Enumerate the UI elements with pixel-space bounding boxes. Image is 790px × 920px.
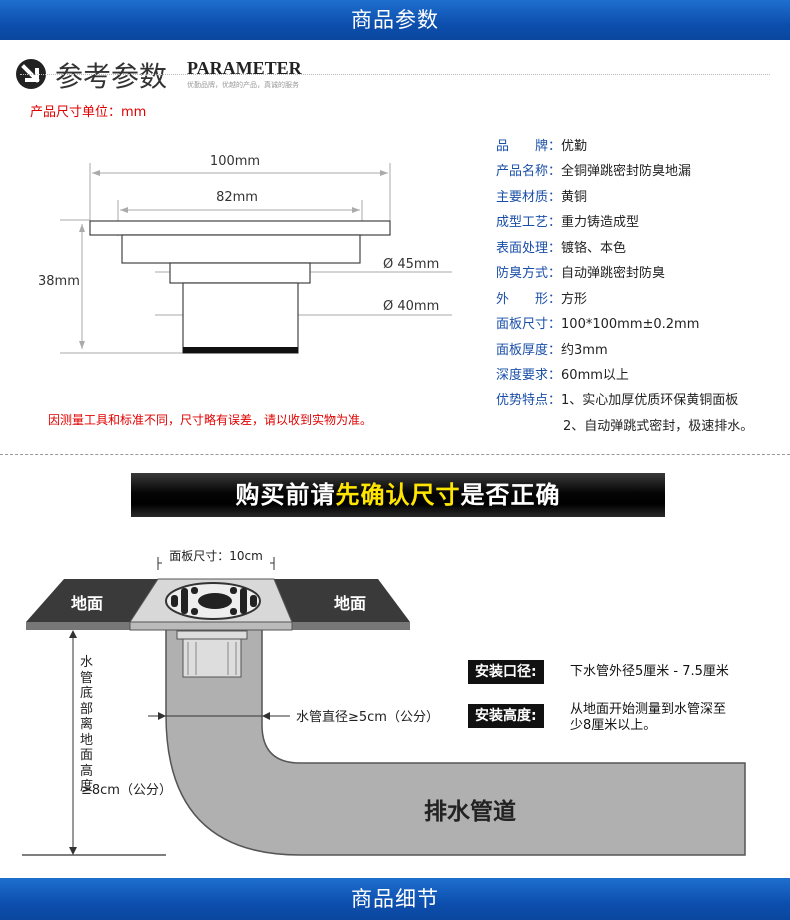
spec-row: 优势特点：1、实心加厚优质环保黄铜面板 <box>496 391 738 411</box>
section-divider <box>0 454 790 455</box>
dim-width-outer: 100mm <box>210 154 260 169</box>
header-divider <box>20 74 770 75</box>
spec-row: 产品名称：全铜弹跳密封防臭地漏 <box>496 162 691 182</box>
installation-diagram: 面板尺寸：10cm 地面 地面 水管直径≥5cm（公分） ≥8cm（公分） 排水… <box>22 545 746 856</box>
spec-label: 面板厚度 <box>496 343 549 358</box>
spec-row: 主要材质：黄铜 <box>496 188 587 208</box>
spec-row: 品 牌：优勤 <box>496 137 587 157</box>
spec-row: 深度要求：60mm以上 <box>496 366 629 386</box>
spec-row: 面板尺寸：100*100mm±0.2mm <box>496 315 699 335</box>
spec-label: 品 牌 <box>496 139 549 154</box>
section-subtitle: 优勤品牌，优越的产品，真诚的服务 <box>187 81 299 89</box>
pipe-diameter-label: 水管直径≥5cm（公分） <box>296 710 439 725</box>
dim-width-inner: 82mm <box>216 190 258 205</box>
drain-pipe-label: 排水管道 <box>424 798 516 825</box>
dimension-drawing: 100mm 82mm 38mm Ø 45mm Ø 40mm <box>38 154 452 354</box>
spec-value: 自动弹跳密封防臭 <box>561 266 666 281</box>
spec-value: 方形 <box>561 292 588 307</box>
spec-value: 镀铬、本色 <box>561 241 627 256</box>
warning-part1: 购买前请 <box>235 481 336 509</box>
spec-row-extra: 2、自动弹跳式密封，极速排水。 <box>563 417 753 437</box>
install-caliber-desc: 下水管外径5厘米 - 7.5厘米 <box>570 664 729 679</box>
spec-value: 约3mm <box>561 343 608 358</box>
depth-label: 水管底部离地面高度 <box>80 655 94 794</box>
spec-value: 60mm以上 <box>561 368 629 383</box>
spec-value: 100*100mm±0.2mm <box>561 317 700 332</box>
warning-banner-bg <box>131 473 665 517</box>
spec-row: 成型工艺：重力铸造成型 <box>496 213 639 233</box>
unit-label: 产品尺寸单位：mm <box>30 105 147 120</box>
section-title-en: PARAMETER <box>187 58 302 78</box>
measurement-note: 因测量工具和标准不同，尺寸略有误差，请以收到实物为准。 <box>48 413 373 427</box>
spec-label: 主要材质 <box>496 190 549 205</box>
floor-left-label: 地面 <box>71 594 103 613</box>
panel-size-label: 面板尺寸：10cm <box>169 549 263 563</box>
warning-highlight: 先确认尺寸 <box>335 481 461 509</box>
spec-label: 外 形 <box>496 292 549 307</box>
dim-diameter-upper: Ø 45mm <box>383 257 439 272</box>
dim-height: 38mm <box>38 274 80 289</box>
spec-value: 黄铜 <box>561 190 588 205</box>
top-banner: 商品参数 <box>0 0 790 40</box>
spec-label: 成型工艺 <box>496 215 549 230</box>
spec-value: 重力铸造成型 <box>561 215 640 230</box>
bottom-banner: 商品细节 <box>0 878 790 920</box>
spec-label: 面板尺寸 <box>496 317 549 332</box>
spec-label: 优势特点 <box>496 393 549 408</box>
section-title: 参考参数 <box>55 60 168 93</box>
install-caliber-tag: 安装口径: <box>468 660 544 684</box>
spec-value: 全铜弹跳密封防臭地漏 <box>561 164 692 179</box>
spec-value: 2、自动弹跳式密封，极速排水。 <box>563 419 754 434</box>
warning-part3: 是否正确 <box>460 481 561 509</box>
spec-value: 1、实心加厚优质环保黄铜面板 <box>561 393 739 408</box>
spec-row: 防臭方式：自动弹跳密封防臭 <box>496 264 665 284</box>
spec-label: 产品名称 <box>496 164 549 179</box>
spec-row: 面板厚度：约3mm <box>496 341 608 361</box>
spec-label: 防臭方式 <box>496 266 549 281</box>
spec-value: 优勤 <box>561 139 588 154</box>
spec-row: 表面处理：镀铬、本色 <box>496 239 626 259</box>
install-height-desc-2: 少8厘米以上。 <box>570 718 657 733</box>
spec-label: 表面处理 <box>496 241 549 256</box>
install-height-tag: 安装高度: <box>468 704 544 728</box>
install-height-desc-1: 从地面开始测量到水管深至 <box>570 702 727 717</box>
spec-row: 外 形：方形 <box>496 290 587 310</box>
depth-value-label: ≥8cm（公分） <box>81 783 172 798</box>
floor-right-label: 地面 <box>334 594 366 613</box>
warning-banner: 购买前请先确认尺寸是否正确 <box>131 473 665 517</box>
dim-diameter-lower: Ø 40mm <box>383 299 439 314</box>
spec-label: 深度要求 <box>496 368 549 383</box>
